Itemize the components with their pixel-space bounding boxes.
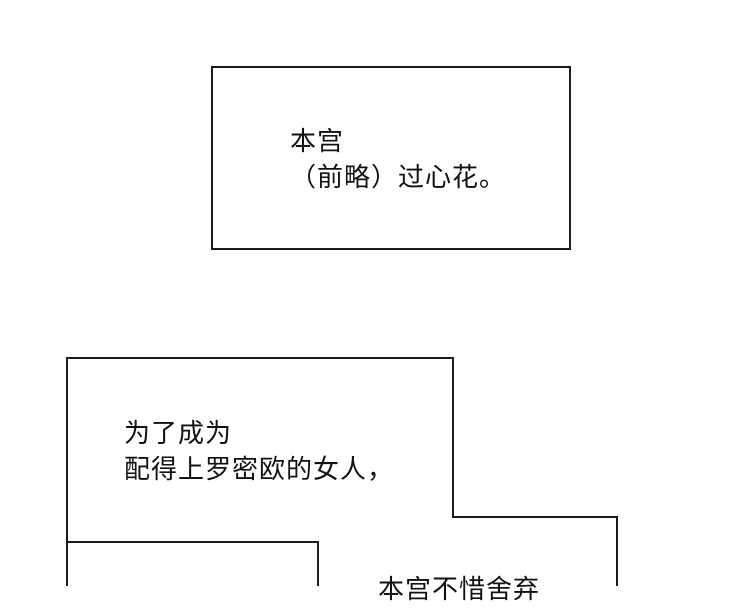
caption-bottom-line-1: 本宫不惜舍弃 xyxy=(378,575,541,605)
caption-box-top xyxy=(211,66,571,250)
caption-top-line-2: （前略）过心花。 xyxy=(290,163,507,193)
caption-box-stepped-outline xyxy=(66,357,618,586)
caption-text-top: 本宫 （前略）过心花。 xyxy=(290,124,506,196)
caption-top-line-1: 本宫 xyxy=(290,127,345,157)
caption-text-middle: 为了成为 配得上罗密欧的女人， xyxy=(124,416,394,488)
caption-middle-line-1: 为了成为 xyxy=(124,419,233,449)
caption-text-bottom: 本宫不惜舍弃 xyxy=(378,572,540,608)
caption-middle-line-2: 配得上罗密欧的女人， xyxy=(124,455,395,485)
